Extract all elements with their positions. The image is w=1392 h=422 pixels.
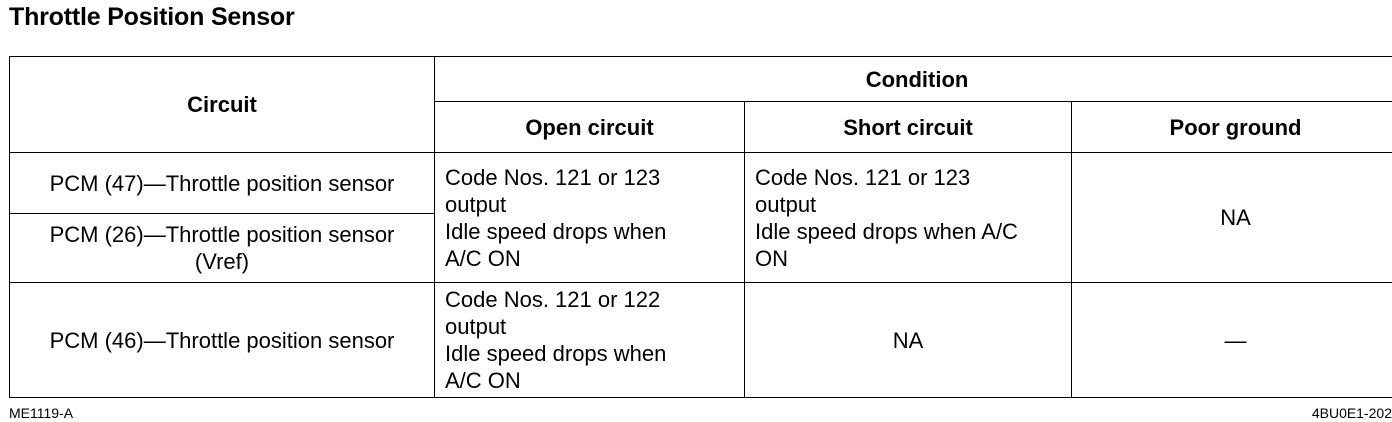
page-title: Throttle Position Sensor [9, 3, 295, 31]
open-circuit-header: Open circuit [434, 101, 745, 153]
open-idle-text: Idle speed drops when [445, 341, 667, 366]
open-circuit-cell: Code Nos. 121 or 123 output Idle speed d… [434, 152, 745, 283]
circuit-cell: PCM (26)—Throttle position sensor (Vref) [9, 213, 435, 283]
circuit-cell: PCM (47)—Throttle position sensor [9, 152, 435, 214]
table-subheader-row: Open circuit Short circuit Poor ground [10, 101, 1392, 153]
table-row: PCM (47)—Throttle position sensor Code N… [9, 152, 1392, 283]
poor-ground-cell: — [1070, 282, 1392, 398]
table-header-row: Circuit Condition [9, 56, 1392, 153]
figure-code-right: 4BU0E1-202 [1311, 405, 1392, 421]
short-circuit-cell: Code Nos. 121 or 123 output Idle speed d… [744, 152, 1072, 283]
condition-header: Condition [433, 56, 1392, 102]
short-output-text: output [755, 191, 817, 217]
short-code-text: Code Nos. 121 or 123 [755, 164, 971, 190]
poor-ground-header: Poor ground [1070, 101, 1392, 153]
poor-ground-cell: NA [1070, 152, 1392, 283]
open-code-text: Code Nos. 121 or 123 [445, 164, 661, 190]
short-ac-text: ON [755, 245, 788, 271]
short-circuit-header: Short circuit [744, 101, 1072, 153]
circuit-header: Circuit [9, 56, 435, 153]
open-output-text: output [445, 191, 507, 217]
open-code-text: Code Nos. 121 or 122 [445, 287, 661, 312]
circuit-subtext: (Vref) [194, 249, 250, 274]
short-circuit-cell: NA [744, 282, 1072, 398]
table-row: PCM (26)—Throttle position sensor (Vref) [9, 213, 1392, 283]
circuit-text: PCM (26)—Throttle position sensor [49, 222, 395, 247]
circuit-text: PCM (47)—Throttle position sensor [49, 170, 395, 196]
circuit-text: PCM (46)—Throttle position sensor [49, 327, 395, 353]
open-output-text: output [445, 314, 507, 339]
short-idle-text: Idle speed drops when A/C [755, 218, 1018, 244]
open-idle-text: Idle speed drops when [445, 218, 667, 244]
open-circuit-cell: Code Nos. 121 or 122 output Idle speed d… [434, 282, 745, 398]
table-row: PCM (46)—Throttle position sensor Code N… [9, 282, 1392, 398]
open-ac-text: A/C ON [445, 368, 521, 393]
circuit-cell: PCM (46)—Throttle position sensor [9, 282, 435, 398]
figure-code-left: ME1119-A [9, 405, 74, 421]
open-ac-text: A/C ON [445, 245, 521, 271]
throttle-position-sensor-table: Circuit Condition Open circuit Short cir… [9, 56, 1392, 398]
